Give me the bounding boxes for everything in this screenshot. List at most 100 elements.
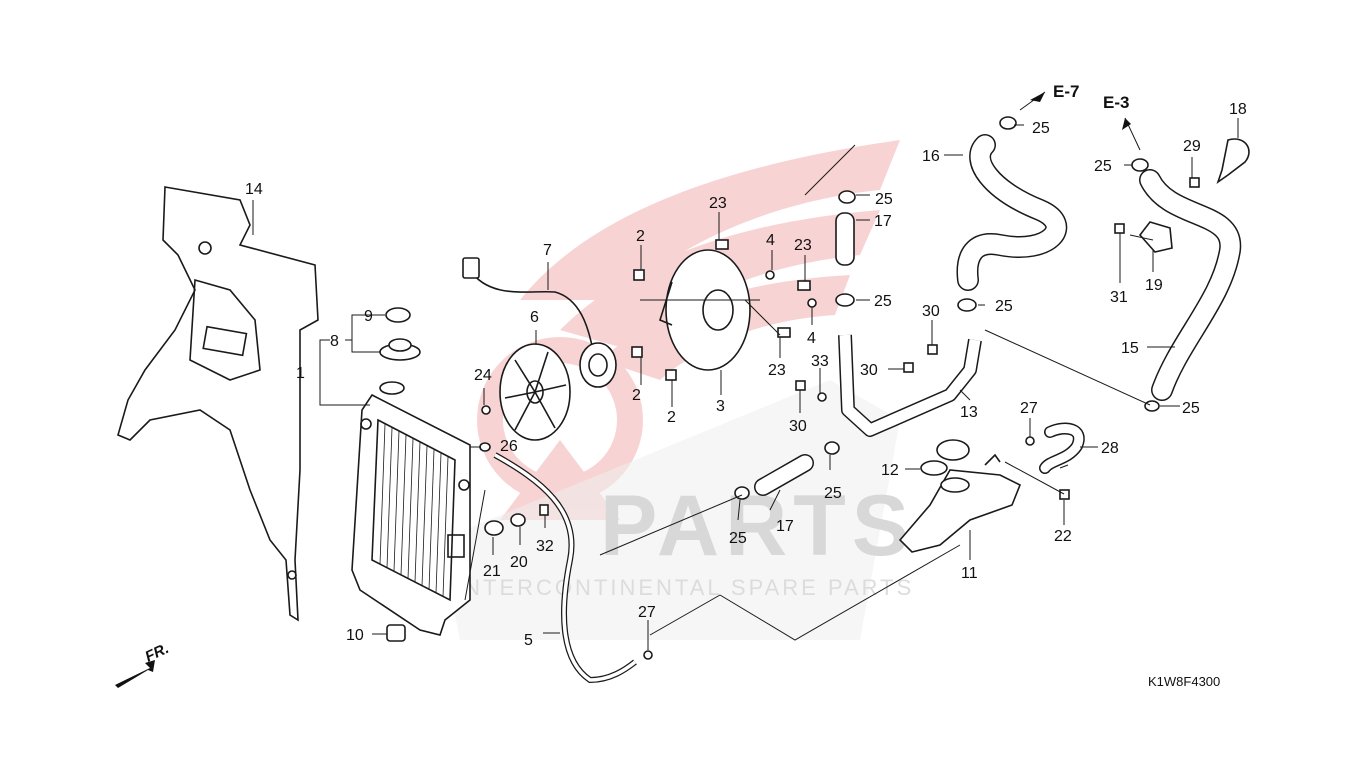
collar-20[interactable] [510,513,526,527]
nut-4-a[interactable] [765,270,775,280]
callout-17-a[interactable]: 17 [874,213,892,230]
part-18-clamp[interactable] [1216,138,1250,185]
part-9-seal[interactable] [385,307,411,323]
callout-17-b[interactable]: 17 [776,518,794,535]
callout-8[interactable]: 8 [330,333,339,350]
part-11-reserve-tank[interactable] [898,453,1022,553]
clamp-25-d[interactable] [835,293,855,307]
callout-12[interactable]: 12 [881,462,899,479]
callout-27-a[interactable]: 27 [1020,400,1038,417]
callout-30-a[interactable]: 30 [922,303,940,320]
callout-25-f[interactable]: 25 [1182,400,1200,417]
washer-26[interactable] [479,442,491,452]
part-13-water-pipe[interactable] [838,334,982,437]
callout-7[interactable]: 7 [543,242,552,259]
bolt-29[interactable] [1189,177,1200,188]
callout-25-a[interactable]: 25 [1032,120,1050,137]
bolt-23-a[interactable] [715,239,729,250]
nut-4-b[interactable] [807,298,817,308]
bolt-30-b[interactable] [903,362,914,373]
part-16-hose[interactable] [956,134,1068,291]
callout-4-b[interactable]: 4 [807,330,816,347]
clamp-25-g[interactable] [824,441,840,455]
callout-5[interactable]: 5 [524,632,533,649]
clip-2-b[interactable] [631,346,643,358]
bolt-30-c[interactable] [795,380,806,391]
callout-26[interactable]: 26 [500,438,518,455]
callout-29[interactable]: 29 [1183,138,1201,155]
part-7-fan-motor[interactable] [462,257,617,388]
callout-25-b[interactable]: 25 [1094,158,1112,175]
ref-e7[interactable]: E-7 [1053,82,1079,101]
part-19-bracket[interactable] [1138,221,1173,253]
callout-27-b[interactable]: 27 [638,604,656,621]
clamp-25-f[interactable] [1144,400,1160,412]
clip-27-a[interactable] [1025,436,1035,446]
clip-2-a[interactable] [633,269,645,281]
bolt-31[interactable] [1114,223,1125,234]
washer-33[interactable] [817,392,827,402]
part-3-fan-shroud[interactable] [659,249,751,371]
callout-11[interactable]: 11 [961,565,978,582]
part-5-overflow-tube[interactable] [493,452,637,684]
callout-25-g[interactable]: 25 [824,485,842,502]
clip-2-c[interactable] [665,369,677,381]
part-1-radiator[interactable] [351,393,471,636]
part-17-hose-lower[interactable] [754,454,814,496]
callout-30-b[interactable]: 30 [860,362,878,379]
callout-23-c[interactable]: 23 [768,362,786,379]
callout-9[interactable]: 9 [364,308,373,325]
bolt-23-b[interactable] [797,280,811,291]
callout-23-b[interactable]: 23 [794,237,812,254]
callout-18[interactable]: 18 [1229,101,1247,118]
callout-1[interactable]: 1 [296,365,305,382]
callout-14[interactable]: 14 [245,181,263,198]
callout-31[interactable]: 31 [1110,289,1128,306]
callout-25-e[interactable]: 25 [995,298,1013,315]
filler-neck[interactable] [379,381,405,395]
callout-10[interactable]: 10 [346,627,364,644]
callout-4-a[interactable]: 4 [766,232,775,249]
callout-25-c[interactable]: 25 [875,191,893,208]
bolt-32[interactable] [539,504,549,516]
part-14-shroud[interactable] [117,186,319,622]
callout-22[interactable]: 22 [1054,528,1072,545]
part-12-reserve-cap[interactable] [920,439,970,476]
clamp-25-b[interactable] [1131,158,1149,172]
part-6-fan[interactable] [499,343,571,441]
bolt-23-c[interactable] [777,327,791,338]
callout-13[interactable]: 13 [960,404,978,421]
callout-32[interactable]: 32 [536,538,554,555]
part-15-hose[interactable] [1139,169,1242,401]
callout-2-c[interactable]: 2 [667,409,676,426]
callout-25-h[interactable]: 25 [729,530,747,547]
callout-23-a[interactable]: 23 [709,195,727,212]
callout-33[interactable]: 33 [811,353,829,370]
part-10-grommet[interactable] [386,624,406,642]
callout-3[interactable]: 3 [716,398,725,415]
part-28-tube[interactable] [1039,422,1085,474]
callout-6[interactable]: 6 [530,309,539,326]
part-8-radiator-cap[interactable] [379,338,421,361]
ref-e3[interactable]: E-3 [1103,93,1129,112]
callout-30-c[interactable]: 30 [789,418,807,435]
clamp-25-e[interactable] [957,298,977,312]
clamp-25-c[interactable] [838,190,856,204]
bolt-30-a[interactable] [927,344,938,355]
callout-21[interactable]: 21 [483,563,501,580]
callout-15[interactable]: 15 [1121,340,1139,357]
callout-19[interactable]: 19 [1145,277,1163,294]
nut-24[interactable] [481,405,491,415]
clamp-25-a[interactable] [999,116,1017,130]
callout-20[interactable]: 20 [510,554,528,571]
clip-27-b[interactable] [643,650,653,660]
callout-28[interactable]: 28 [1101,440,1119,457]
callout-2-b[interactable]: 2 [632,387,641,404]
callout-25-d[interactable]: 25 [874,293,892,310]
part-17-hose-upper[interactable] [835,212,855,266]
callout-2-a[interactable]: 2 [636,228,645,245]
callout-16[interactable]: 16 [922,148,940,165]
grommet-21[interactable] [484,520,504,536]
bolt-22[interactable] [1059,489,1070,500]
callout-24[interactable]: 24 [474,367,492,384]
